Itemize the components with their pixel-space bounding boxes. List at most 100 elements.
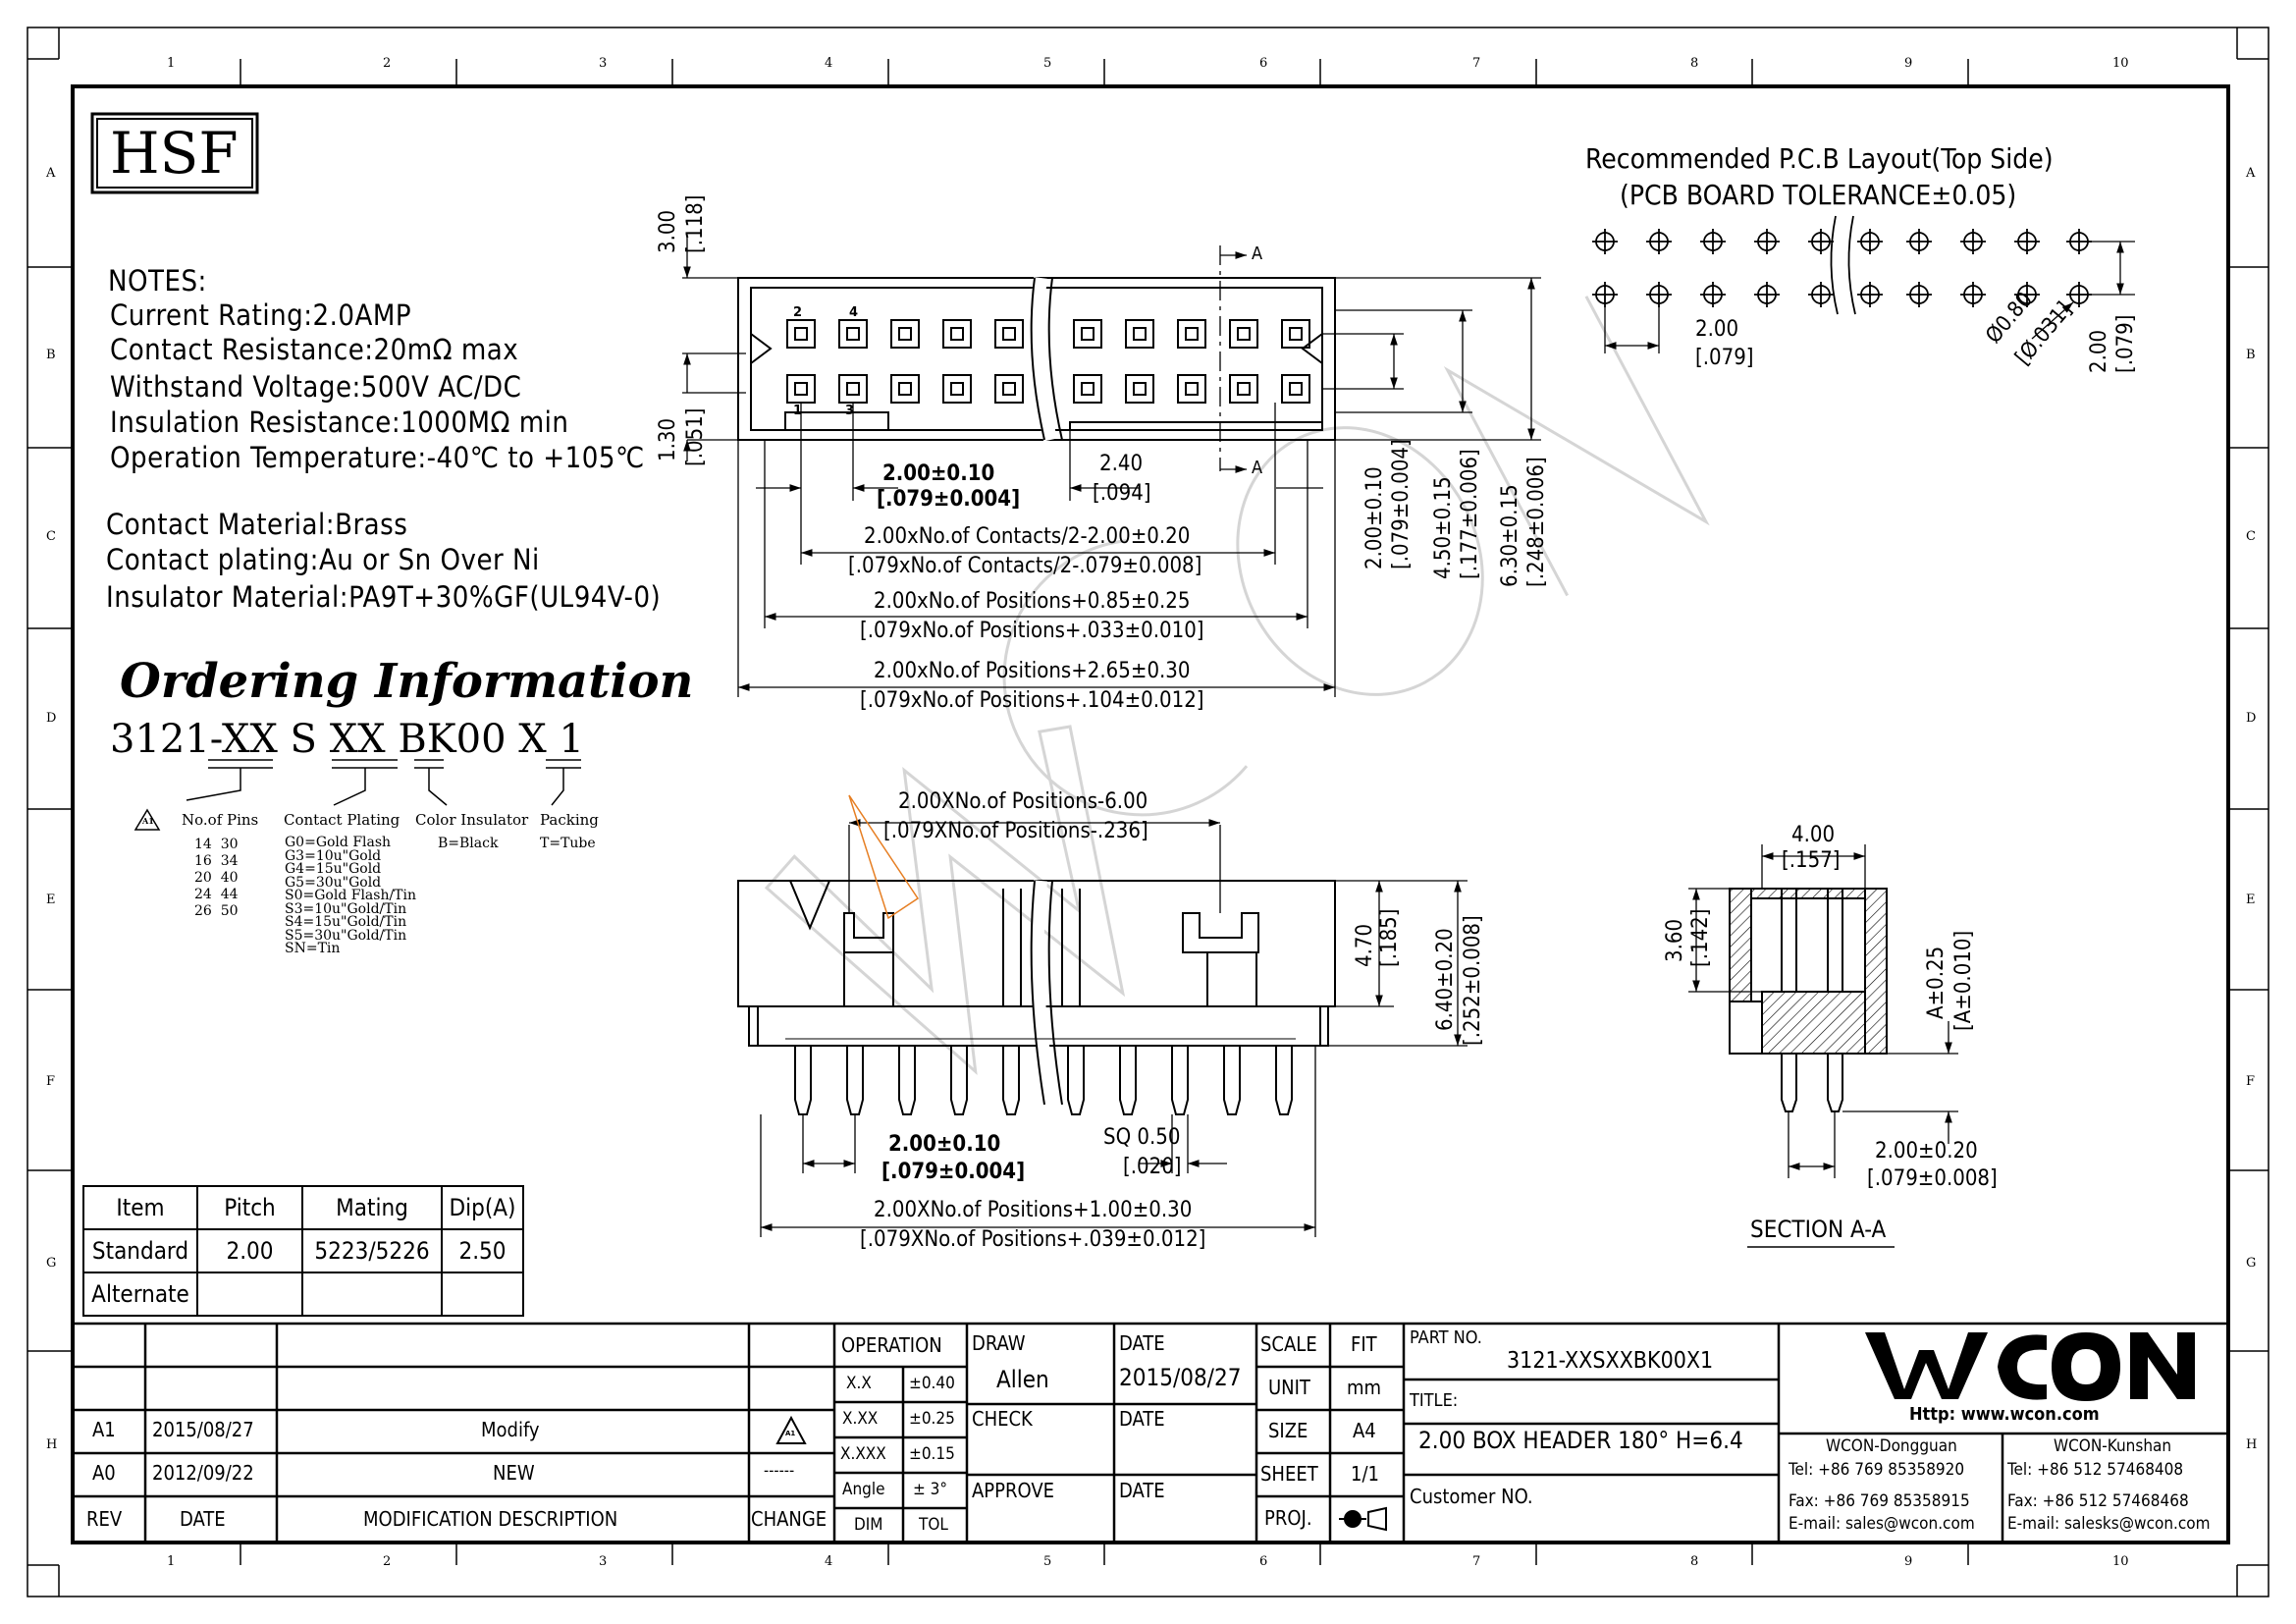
dim-300-in: [.118]	[683, 194, 708, 253]
draw-date: 2015/08/27	[1119, 1364, 1242, 1391]
dim-v1-in: [.079±0.004]	[1389, 439, 1414, 569]
dim-v1: 2.00±0.10	[1362, 466, 1387, 569]
dip-cell	[196, 1272, 303, 1317]
dim-v3-in: [.248±0.006]	[1524, 457, 1549, 587]
grid-col-9-bottom: 9	[1904, 1554, 1913, 1569]
dim-360: 3.60	[1663, 918, 1687, 962]
dip-cell	[441, 1272, 524, 1317]
size-label: SIZE	[1268, 1419, 1308, 1442]
packing-value: T=Tube	[540, 836, 596, 851]
tol-label: TOL	[919, 1515, 948, 1535]
ordering-title: Ordering Information	[120, 654, 694, 709]
dim-section-200: 2.00±0.20	[1875, 1139, 1978, 1164]
front-view-dims	[760, 819, 1468, 1237]
dim-400-in: [.157]	[1782, 848, 1841, 873]
dip-header-pitch: Pitch	[196, 1185, 303, 1230]
draw-name: Allen	[996, 1366, 1049, 1393]
hsf-box	[90, 112, 259, 194]
pin-label-4: 4	[849, 305, 859, 320]
rev-a1-change: A1	[785, 1430, 796, 1437]
dim-360-in: [.142]	[1688, 908, 1713, 967]
date-header: DATE	[180, 1507, 226, 1531]
dim-top-pitch: 2.00±0.10	[882, 461, 995, 486]
pin-label-1: 1	[793, 404, 803, 418]
grid-col-5-bottom: 5	[1043, 1554, 1052, 1569]
grid-row-f: F	[46, 1074, 56, 1089]
note-insulator-material: Insulator Material:PA9T+30%GF(UL94V-0)	[106, 580, 662, 614]
grid-row-c-right: C	[2246, 529, 2256, 544]
note-resistance: Contact Resistance:20mΩ max	[110, 333, 519, 366]
dip-cell: 2.50	[441, 1228, 524, 1273]
kunshan-name: WCON-Kunshan	[2054, 1436, 2172, 1456]
section-mark-top: A	[1252, 244, 1263, 264]
dim-pos265: 2.00xNo.of Positions+2.65±0.30	[874, 659, 1191, 683]
rev-a0-change: ------	[764, 1461, 795, 1480]
dim-front-pitch: 2.00±0.10	[888, 1132, 1001, 1157]
dim-pos085: 2.00xNo.of Positions+0.85±0.25	[874, 589, 1191, 614]
drawing-title: 2.00 BOX HEADER 180° H=6.4	[1418, 1427, 1743, 1454]
rev-a0-desc: NEW	[493, 1461, 535, 1485]
dim-v2-in: [.177±0.006]	[1458, 449, 1482, 579]
dip-cell: Alternate	[82, 1272, 198, 1317]
dim-pos600: 2.00XNo.of Positions-6.00	[898, 789, 1148, 814]
dim-label: DIM	[854, 1515, 883, 1535]
pcb-row-in: [.079]	[2113, 314, 2138, 373]
dim-300: 3.00	[656, 209, 680, 253]
dim-pos100-in: [.079XNo.of Positions+.039±0.012]	[860, 1227, 1206, 1252]
grid-col-6: 6	[1259, 56, 1268, 71]
tol-xx-value: ±0.40	[909, 1374, 955, 1393]
note-temperature: Operation Temperature:-40℃ to +105℃	[110, 441, 645, 474]
tol-xx-label: X.X	[846, 1374, 872, 1393]
change-header: CHANGE	[751, 1507, 828, 1531]
grid-row-f-right: F	[2246, 1074, 2256, 1089]
size-value: A4	[1353, 1419, 1376, 1442]
dongguan-fax: Fax: +86 769 85358915	[1789, 1491, 1970, 1511]
grid-col-3-bottom: 3	[599, 1554, 608, 1569]
scale-label: SCALE	[1260, 1332, 1317, 1356]
note-contact-plating: Contact plating:Au or Sn Over Ni	[106, 543, 540, 576]
kunshan-tel: Tel: +86 512 57468408	[2007, 1460, 2184, 1480]
dim-contacts: 2.00xNo.of Contacts/2-2.00±0.20	[864, 524, 1191, 549]
title-block-lines	[73, 1322, 2228, 1543]
grid-col-1-bottom: 1	[167, 1554, 176, 1569]
kunshan-fax: Fax: +86 512 57468468	[2007, 1491, 2189, 1511]
projection-symbol	[1339, 1506, 1387, 1532]
grid-col-10: 10	[2112, 56, 2129, 71]
dim-front-pitch-in: [.079±0.004]	[881, 1160, 1026, 1184]
notes-heading: NOTES:	[108, 264, 207, 298]
ordering-underlines	[133, 759, 581, 831]
tol-xxx-label: X.XX	[842, 1409, 879, 1429]
dim-470: 4.70	[1353, 923, 1377, 967]
pcb-pitch: 2.00	[1695, 317, 1739, 342]
customer-no-label: Customer NO.	[1410, 1485, 1533, 1508]
pin-label-3: 3	[845, 404, 855, 418]
grid-col-5: 5	[1043, 56, 1052, 71]
top-view-dims	[682, 236, 1541, 697]
dim-a: A±0.25	[1924, 946, 1949, 1019]
dim-top-pitch-in: [.079±0.004]	[877, 487, 1021, 512]
check-date-label: DATE	[1119, 1407, 1165, 1431]
dip-table: Item Pitch Mating Dip(A) Standard 2.00 5…	[82, 1185, 524, 1317]
proj-label: PROJ.	[1264, 1506, 1312, 1530]
dip-cell	[301, 1272, 443, 1317]
dim-sq: SQ 0.50	[1103, 1125, 1181, 1150]
check-label: CHECK	[972, 1407, 1033, 1431]
note-voltage: Withstand Voltage:500V AC/DC	[110, 370, 522, 404]
rev-a0-date: 2012/09/22	[152, 1461, 254, 1485]
tol-angle-label: Angle	[842, 1480, 885, 1499]
dim-400: 4.00	[1791, 823, 1836, 847]
sheet-value: 1/1	[1351, 1462, 1379, 1486]
grid-col-7: 7	[1472, 56, 1481, 71]
draw-date-label: DATE	[1119, 1331, 1165, 1355]
title-label: TITLE:	[1410, 1390, 1459, 1411]
rev-a1-desc: Modify	[481, 1418, 540, 1441]
inner-frame	[71, 84, 2230, 1544]
pcb-row: 2.00	[2087, 329, 2111, 373]
draw-label: DRAW	[972, 1331, 1026, 1355]
dim-sq-in: [.020]	[1123, 1155, 1182, 1179]
pcb-subtitle: (PCB BOARD TOLERANCE±0.05)	[1620, 179, 2017, 211]
rev-a1-date: 2015/08/27	[152, 1418, 254, 1441]
dim-pos600-in: [.079XNo.of Positions-.236]	[883, 819, 1148, 843]
top-view	[737, 277, 1336, 442]
grid-row-e: E	[46, 893, 56, 907]
